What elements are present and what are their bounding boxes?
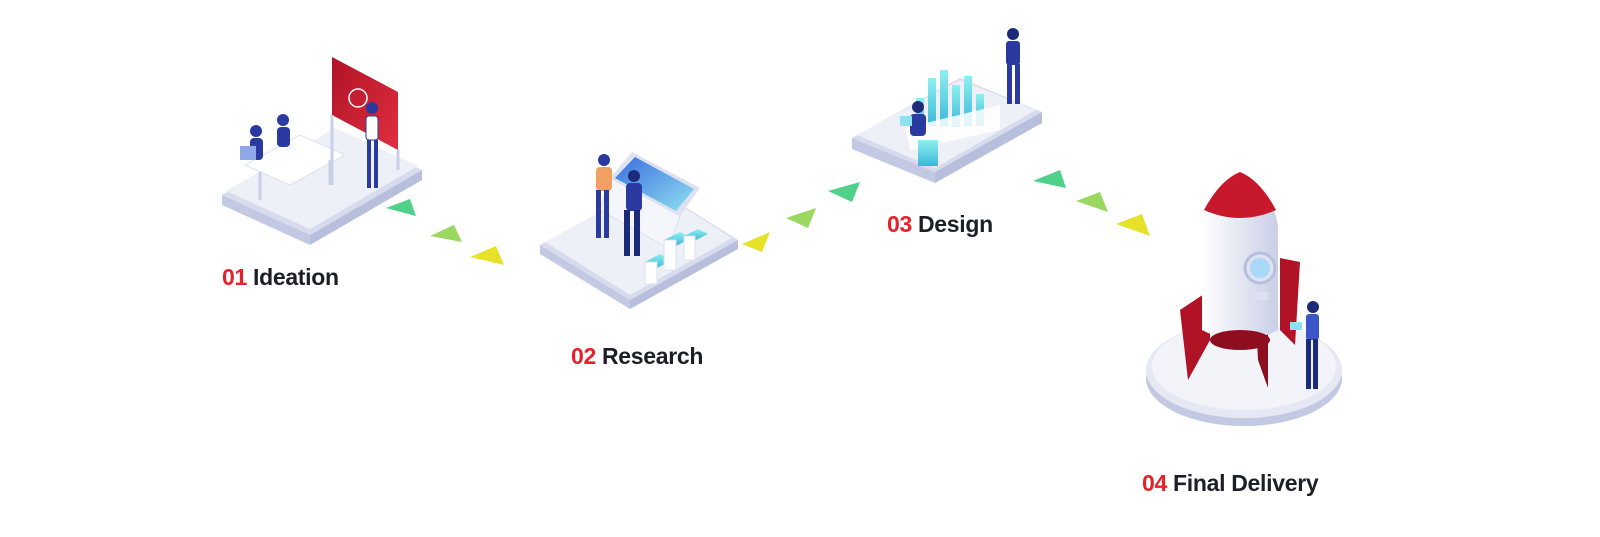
step-title: Final Delivery [1172,470,1319,496]
final-delivery-illustration [1146,172,1342,426]
step-title: Ideation [252,264,339,290]
connector-arrows-3-4 [1033,170,1150,236]
step-number: 03 [887,211,912,237]
arrow-mark [742,232,770,252]
step-number: 04 [1142,470,1167,496]
step-title: Design [917,211,993,237]
research-illustration [540,152,738,309]
arrow-mark [828,182,860,202]
step-number: 02 [571,343,596,369]
arrow-mark [470,246,504,265]
arrow-mark [1116,214,1150,236]
arrow-mark [1033,170,1066,188]
arrow-mark [786,208,816,228]
arrow-mark [386,199,416,216]
step-number: 01 [222,264,247,290]
connector-arrows-1-2 [386,199,504,265]
step-title: Research [601,343,704,369]
connector-arrows-2-3 [742,182,860,252]
arrow-mark [1076,192,1108,212]
ideation-illustration [222,57,422,245]
design-illustration [852,28,1042,183]
arrow-mark [430,225,462,242]
